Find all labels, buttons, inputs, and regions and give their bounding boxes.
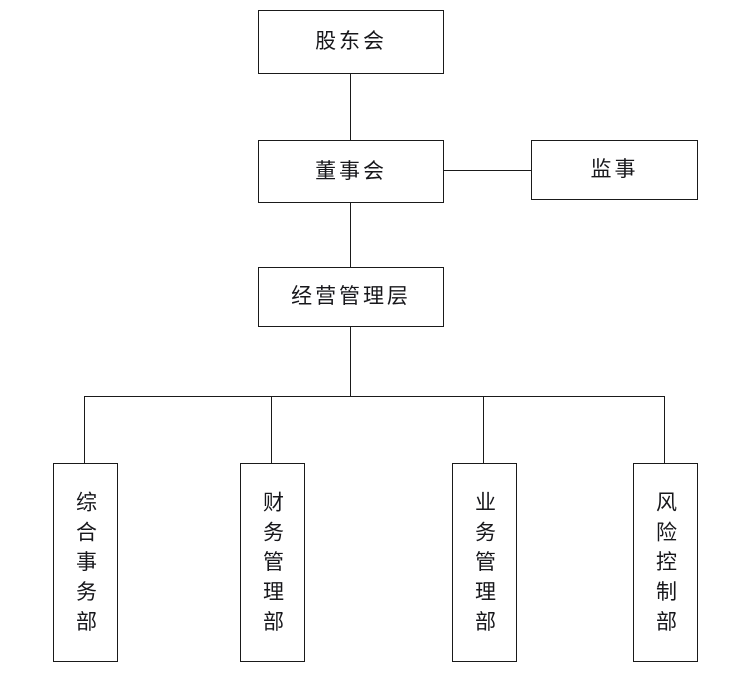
node-shareholders-meeting[interactable]: 股东会	[258, 10, 444, 74]
connector-bus-to-business	[483, 396, 484, 463]
connector-shareholders-to-board	[350, 74, 351, 140]
connector-management-to-bus	[350, 327, 351, 396]
connector-bus-to-risk-control	[664, 396, 665, 463]
connector-board-to-supervisor	[444, 170, 531, 171]
node-general-affairs-department[interactable]: 综合事务部	[53, 463, 118, 662]
node-supervisor[interactable]: 监事	[531, 140, 698, 200]
connector-department-bus	[84, 396, 665, 397]
connector-bus-to-general-affairs	[84, 396, 85, 463]
connector-bus-to-finance	[271, 396, 272, 463]
node-risk-control-department[interactable]: 风险控制部	[633, 463, 698, 662]
node-business-management-department[interactable]: 业务管理部	[452, 463, 517, 662]
node-management-layer[interactable]: 经营管理层	[258, 267, 444, 327]
node-finance-management-department[interactable]: 财务管理部	[240, 463, 305, 662]
connector-board-to-management	[350, 203, 351, 267]
node-board-of-directors[interactable]: 董事会	[258, 140, 444, 203]
